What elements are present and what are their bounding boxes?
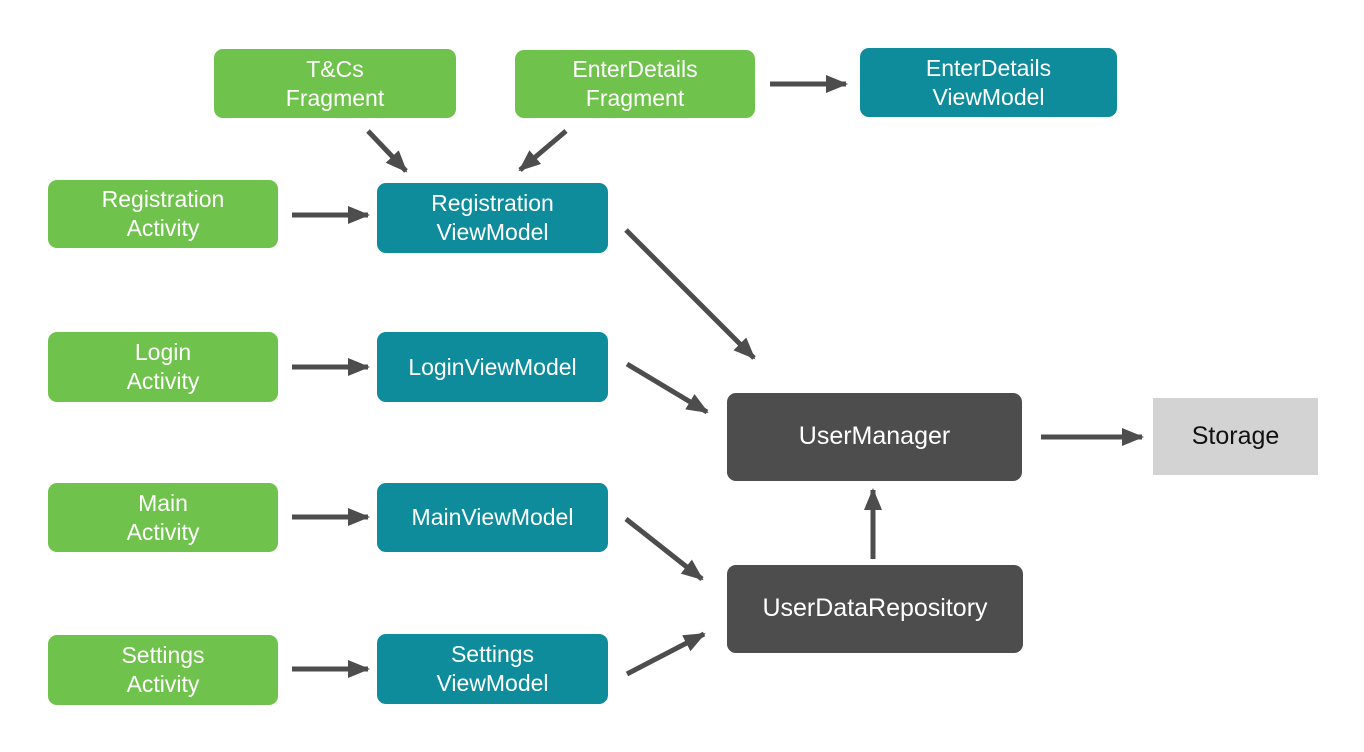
- arrow-login_viewmodel-to-user_manager: [625, 361, 709, 415]
- node-registration-activity: Registration Activity: [48, 180, 278, 248]
- node-settings-viewmodel: Settings ViewModel: [377, 634, 608, 704]
- node-user-manager: UserManager: [727, 393, 1022, 481]
- node-login-activity: Login Activity: [48, 332, 278, 402]
- node-main-viewmodel: MainViewModel: [377, 483, 608, 552]
- arrow-settings_viewmodel-to-user_data_repository: [625, 631, 706, 677]
- arrow-enterdetails_fragment-to-registration_viewmodel: [518, 129, 568, 172]
- node-registration-viewmodel: Registration ViewModel: [377, 183, 608, 253]
- node-settings-activity: Settings Activity: [48, 635, 278, 705]
- arrow-main_viewmodel-to-user_data_repository: [624, 517, 704, 581]
- arrow-registration_viewmodel-to-user_manager: [624, 228, 756, 360]
- node-main-activity: Main Activity: [48, 483, 278, 552]
- node-enterdetails-viewmodel: EnterDetails ViewModel: [860, 48, 1117, 117]
- arrow-tcs_fragment-to-registration_viewmodel: [366, 129, 408, 173]
- node-login-viewmodel: LoginViewModel: [377, 332, 608, 402]
- node-storage: Storage: [1153, 398, 1318, 475]
- node-user-data-repository: UserDataRepository: [727, 565, 1023, 653]
- node-enterdetails-fragment: EnterDetails Fragment: [515, 50, 755, 118]
- node-tcs-fragment: T&Cs Fragment: [214, 49, 456, 118]
